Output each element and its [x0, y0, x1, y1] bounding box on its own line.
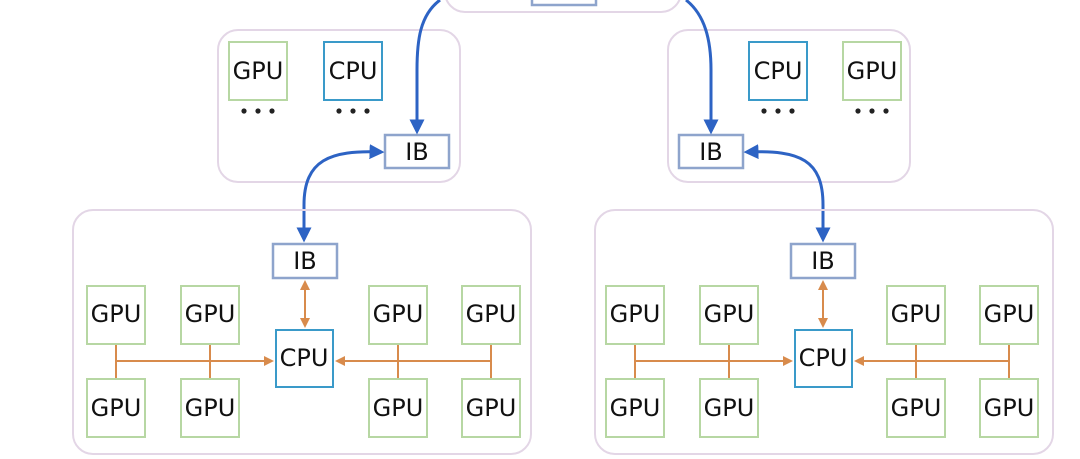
bottom-left-ib-label: IB	[293, 247, 317, 275]
gpu-box	[86, 285, 146, 345]
mid-left-ib-switch	[383, 133, 451, 170]
bottom-right-cpu	[794, 329, 853, 388]
gpu-box	[605, 378, 665, 438]
gpu-label: GPU	[610, 394, 661, 422]
gpu-label: GPU	[91, 394, 142, 422]
gpu-box	[886, 378, 946, 438]
gpu-label: GPU	[373, 300, 424, 328]
mid-right-cpu	[748, 41, 808, 101]
bottom-left-node-group	[72, 209, 532, 455]
gpu-box	[979, 285, 1039, 345]
top-ib-switch	[530, 0, 598, 7]
link-mid-right-to-bottom-right	[743, 144, 831, 243]
gpu-label: GPU	[466, 394, 517, 422]
link-mid-left-to-bottom-left	[296, 144, 385, 243]
top-node-group	[445, 0, 681, 13]
mid-right-gpu	[842, 41, 902, 101]
bottom-right-ib-label: IB	[811, 247, 835, 275]
gpu-label: GPU	[91, 300, 142, 328]
link-top-to-mid-left	[409, 0, 441, 135]
gpu-label: GPU	[610, 300, 661, 328]
gpu-label: GPU	[185, 300, 236, 328]
gpu-box	[180, 378, 240, 438]
bottom-left-ib-switch	[271, 242, 339, 280]
gpu-box	[461, 285, 521, 345]
bottom-right-gpus: GPU GPU GPU GPU GPU GPU GPU GPU	[605, 285, 1039, 438]
gpu-box	[180, 285, 240, 345]
gpu-box	[699, 285, 759, 345]
mid-left-gpu-label: GPU	[233, 57, 284, 85]
gpu-label: GPU	[984, 300, 1035, 328]
bottom-right-node-group	[594, 209, 1054, 455]
mid-right-ellipsis-icon	[761, 108, 889, 114]
gpu-label: GPU	[704, 394, 755, 422]
gpu-box	[461, 378, 521, 438]
gpu-label: GPU	[373, 394, 424, 422]
gpu-label: GPU	[891, 394, 942, 422]
gpu-label: GPU	[984, 394, 1035, 422]
gpu-box	[605, 285, 665, 345]
gpu-box	[699, 378, 759, 438]
bottom-left-gpu-bus-left	[115, 344, 272, 379]
bottom-right-gpu-bus-right	[856, 344, 1010, 379]
gpu-box	[368, 285, 428, 345]
mid-left-ib-label: IB	[405, 138, 429, 166]
bottom-right-cpu-label: CPU	[799, 344, 848, 372]
gpu-box	[86, 378, 146, 438]
mid-left-cpu	[323, 41, 383, 101]
mid-left-cpu-label: CPU	[329, 57, 378, 85]
gpu-label: GPU	[704, 300, 755, 328]
gpu-box	[886, 285, 946, 345]
mid-right-cpu-label: CPU	[754, 57, 803, 85]
gpu-label: GPU	[466, 300, 517, 328]
gpu-label: GPU	[891, 300, 942, 328]
mid-left-gpu	[228, 41, 288, 101]
bottom-right-gpu-bus-left	[634, 344, 791, 379]
mid-right-ib-label: IB	[699, 138, 723, 166]
link-top-to-mid-right	[685, 0, 719, 135]
mid-right-gpu-label: GPU	[847, 57, 898, 85]
bottom-left-gpu-bus-right	[337, 344, 492, 379]
gpu-box	[368, 378, 428, 438]
gpu-box	[979, 378, 1039, 438]
bottom-right-ib-switch	[789, 242, 857, 280]
gpu-label: GPU	[185, 394, 236, 422]
mid-left-ellipsis-icon	[241, 108, 370, 114]
bottom-left-cpu-label: CPU	[280, 344, 329, 372]
mid-right-ib-switch	[677, 133, 745, 170]
bottom-left-gpus: GPU GPU GPU GPU GPU GPU GPU GPU	[86, 285, 521, 438]
